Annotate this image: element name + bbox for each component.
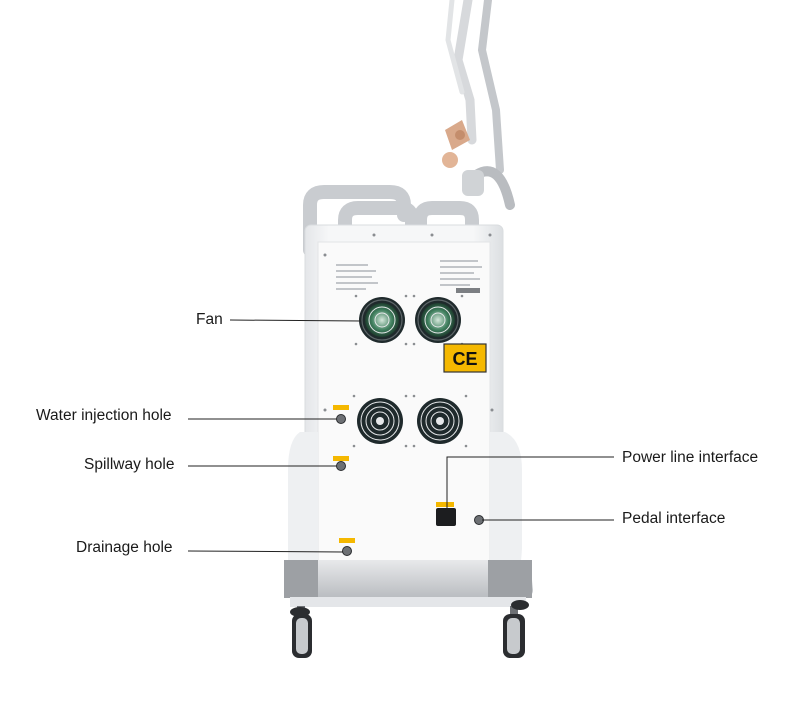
drainage-leader-line: [187, 550, 344, 553]
wheels: [290, 600, 529, 658]
drainage-hole-label: Drainage hole: [76, 539, 173, 556]
fan-top-right: [415, 297, 461, 343]
pedal-interface-label: Pedal interface: [622, 510, 726, 527]
ce-mark: CE: [443, 343, 487, 373]
info-labels: [336, 260, 482, 293]
fan-leader-line: [229, 319, 362, 322]
power-line-leader-line: [446, 456, 614, 508]
drainage-port: [339, 538, 355, 556]
fan-label: Fan: [196, 311, 223, 328]
machine-body: [288, 224, 522, 593]
fan-screws: [352, 294, 468, 448]
top-handles: [303, 185, 479, 265]
fan-bottom-left: [357, 398, 403, 444]
fan-top-left: [359, 297, 405, 343]
spillway-hole-label: Spillway hole: [84, 456, 175, 473]
base: [284, 560, 533, 607]
handpiece: [442, 120, 484, 196]
leader-lines: [187, 319, 614, 553]
power-line-socket: [436, 502, 456, 526]
water-injection-hole-label: Water injection hole: [36, 407, 172, 424]
power-line-interface-label: Power line interface: [622, 449, 759, 466]
fan-bottom-right: [417, 398, 463, 444]
ce-mark-text: CE: [452, 349, 477, 369]
